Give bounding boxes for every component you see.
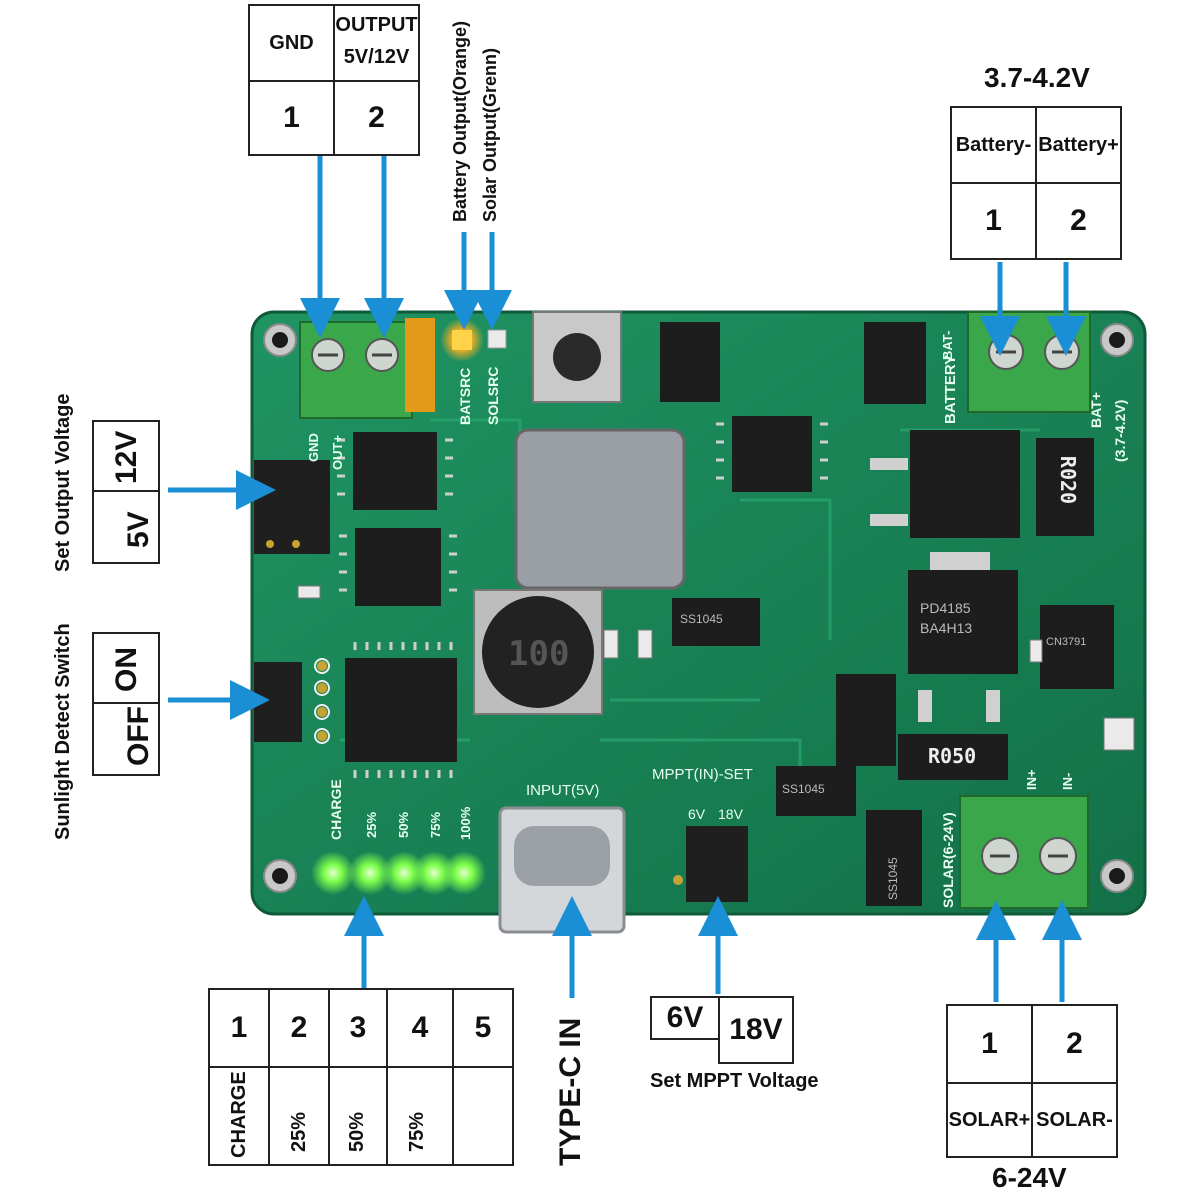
mppt-18v-option: 18V <box>729 1013 783 1046</box>
charge-indicator-table <box>208 988 514 1166</box>
chip-ss2: SS1045 <box>782 782 825 796</box>
solar-output-led-label: Solar Output(Grenn) <box>480 48 500 222</box>
battery-pin-2: 2 <box>1070 204 1087 237</box>
output-pin-1: 1 <box>283 101 300 134</box>
battery-plus-header: Battery+ <box>1038 133 1119 156</box>
silk-mppt-set: MPPT(IN)-SET <box>652 766 753 783</box>
battery-voltage-title: 3.7-4.2V <box>984 62 1090 93</box>
silk-input: INPUT(5V) <box>526 782 600 799</box>
output-header-line2: 5V/12V <box>343 45 410 68</box>
sunlight-switch-selector <box>92 632 160 776</box>
mppt-6v-option: 6V <box>666 1001 704 1034</box>
mppt-18v-box <box>718 996 794 1064</box>
charge-table-col-divider-2 <box>328 988 330 1166</box>
charge-pin-1: 1 <box>230 1011 248 1044</box>
charge-25-label: 25% <box>288 1111 310 1152</box>
battery-minus-header: Battery- <box>955 133 1032 156</box>
charge-table-col-divider-3 <box>386 988 388 1166</box>
battery-output-led-label: Battery Output(Orange) <box>450 20 470 222</box>
charge-pin-4: 4 <box>411 1011 429 1044</box>
solar-table-row-divider <box>946 1082 1118 1084</box>
silk-inductor: 100 <box>508 634 570 674</box>
charge-table-col-divider-1 <box>268 988 270 1166</box>
chip-ba: BA4H13 <box>920 620 973 636</box>
charge-table-row-divider <box>208 1066 514 1068</box>
solar-minus-header: SOLAR- <box>1036 1108 1113 1131</box>
sunlight-detect-switch-label: Sunlight Detect Switch <box>52 623 74 840</box>
solar-plus-header: SOLAR+ <box>948 1108 1031 1131</box>
chip-cn: CN3791 <box>1046 636 1087 648</box>
chip-ss1: SS1045 <box>680 612 723 626</box>
output-header-line1: OUTPUT <box>335 13 418 36</box>
silk-r050: R050 <box>928 744 977 768</box>
charge-pin-3: 3 <box>349 1011 367 1044</box>
charge-pin-2: 2 <box>290 1011 308 1044</box>
solar-voltage-title: 6-24V <box>992 1162 1067 1193</box>
output-gnd-header: GND <box>269 31 314 54</box>
sunlight-switch-divider <box>92 702 160 704</box>
solar-pin-1: 1 <box>981 1027 998 1060</box>
silk-6v: 6V <box>688 806 706 822</box>
output-12v-option: 12V <box>110 430 143 484</box>
typec-in-label: TYPE-C IN <box>554 1017 587 1166</box>
output-5v-option: 5V <box>122 511 155 548</box>
battery-table-row-divider <box>950 182 1122 184</box>
set-output-voltage-label: Set Output Voltage <box>52 393 74 572</box>
sunlight-on-option: ON <box>110 647 143 692</box>
charge-pin-5: 5 <box>474 1011 492 1044</box>
set-mppt-voltage-label: Set MPPT Voltage <box>650 1070 819 1092</box>
output-table-row-divider <box>248 80 420 82</box>
battery-pin-1: 1 <box>985 204 1002 237</box>
charge-table-col-divider-4 <box>452 988 454 1166</box>
output-voltage-selector <box>92 420 160 564</box>
silk-18v: 18V <box>718 806 743 822</box>
charge-50-label: 50% <box>346 1111 368 1152</box>
output-pin-2: 2 <box>368 101 385 134</box>
output-voltage-divider <box>92 490 160 492</box>
charge-label: CHARGE <box>228 1071 250 1158</box>
solar-table-divider <box>1031 1004 1033 1158</box>
chip-pd: PD4185 <box>920 600 971 616</box>
sunlight-off-option: OFF <box>122 706 155 766</box>
charge-75-label: 75% <box>406 1111 428 1152</box>
solar-pin-2: 2 <box>1066 1027 1083 1060</box>
